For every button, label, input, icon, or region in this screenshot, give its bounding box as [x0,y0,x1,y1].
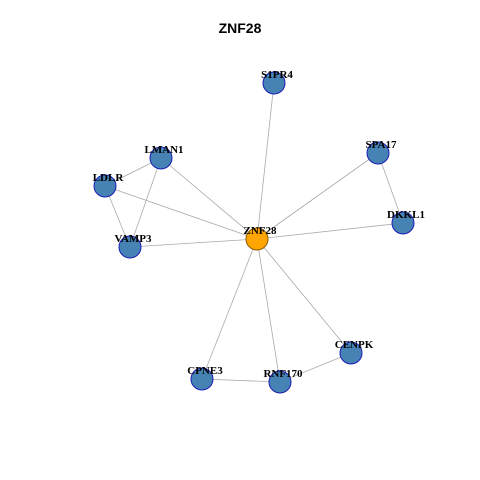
edge-znf28-s1pr4 [256,82,275,240]
edge-znf28-dkkl1 [256,222,404,240]
edge-spa17-dkkl1 [377,152,404,224]
node-circle[interactable] [245,227,269,251]
node-circle[interactable] [149,146,173,170]
edge-znf28-cpne3 [201,238,258,380]
node-lman1[interactable]: LMAN1 [144,144,184,170]
node-label: S1PR4 [261,69,293,81]
node-label: SPA17 [366,139,397,151]
edge-znf28-spa17 [256,152,379,240]
node-label: RNF170 [263,368,303,380]
node-znf28[interactable]: ZNF28 [244,225,278,251]
node-circle[interactable] [190,367,214,391]
node-label: CPNE3 [187,365,223,377]
edge-lman1-vamp3 [129,157,162,248]
node-circle[interactable] [391,211,415,235]
node-label: ZNF28 [244,225,278,237]
node-circle[interactable] [118,235,142,259]
node-cenpk[interactable]: CENPK [335,339,374,365]
edge-rnf170-cpne3 [201,378,281,383]
node-circle[interactable] [339,341,363,365]
edge-znf28-cenpk [256,238,352,354]
node-dkkl1[interactable]: DKKL1 [387,209,425,235]
node-label: DKKL1 [387,209,425,221]
edge-cenpk-rnf170 [279,352,352,383]
node-label: LMAN1 [144,144,183,156]
node-label: VAMP3 [114,233,152,245]
node-circle[interactable] [268,370,292,394]
node-cpne3[interactable]: CPNE3 [187,365,223,391]
edge-znf28-lman1 [160,157,258,240]
page-title: ZNF28 [218,20,262,36]
node-label: LDLR [93,172,125,184]
edge-znf28-vamp3 [129,238,258,248]
node-vamp3[interactable]: VAMP3 [114,233,152,259]
edge-znf28-ldlr [104,185,258,240]
node-circle[interactable] [366,141,390,165]
node-circle[interactable] [93,174,117,198]
node-s1pr4[interactable]: S1PR4 [261,69,293,95]
node-circle[interactable] [262,71,286,95]
node-spa17[interactable]: SPA17 [366,139,397,165]
edge-znf28-rnf170 [256,238,281,383]
node-label: CENPK [335,339,374,351]
node-ldlr[interactable]: LDLR [93,172,125,198]
node-rnf170[interactable]: RNF170 [263,368,303,394]
